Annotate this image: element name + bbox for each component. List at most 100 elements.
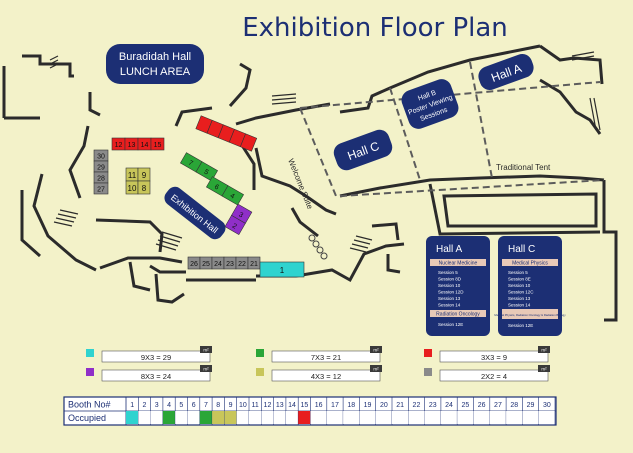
legend-box [101, 350, 211, 363]
booth-4[interactable] [221, 185, 244, 206]
occupied-cell [298, 411, 311, 424]
booth-number: 11 [252, 402, 259, 409]
booth-15[interactable] [150, 137, 165, 151]
booth-8[interactable] [137, 180, 151, 195]
hall-a-room[interactable]: Hall A [476, 51, 537, 93]
hall-c-room[interactable]: Hall C [331, 127, 395, 173]
booth-label: 13 [128, 142, 136, 149]
legend-size-label: 7X3 = 21 [311, 353, 341, 362]
empty-cell [506, 411, 523, 424]
booth-number: 16 [315, 402, 323, 409]
hall-c-session: Session 13 [508, 296, 531, 301]
booth-1[interactable] [259, 261, 305, 278]
booth-label: 24 [214, 261, 222, 268]
empty-cell [175, 411, 188, 424]
legend-unit: m² [373, 348, 379, 353]
legend-unit-tag [538, 346, 550, 353]
booths-red[interactable]: 12 13 14 15 [111, 137, 165, 151]
occupied-cell [199, 411, 213, 424]
empty-cell [326, 411, 344, 424]
empty-cell [285, 411, 299, 424]
hall-b-room[interactable]: Hall B Poster Viewing Sessions [399, 76, 462, 131]
legend-size-label: 9X3 = 29 [141, 353, 171, 362]
booths-red-top[interactable] [195, 115, 258, 152]
booth-label: 2 [231, 223, 238, 231]
booth-label: 29 [97, 165, 105, 172]
booth-number: 30 [543, 402, 551, 409]
booth-cyan[interactable]: 1 [259, 261, 305, 278]
booth-label: 21 [250, 261, 258, 268]
hall-c-track2: Medical Physics, Radiation Oncology & Ra… [494, 313, 566, 317]
hall-a-schedule-title: Hall A [436, 244, 462, 255]
booths-olive[interactable]: 11 9 10 8 [125, 167, 151, 195]
booth-number: 21 [396, 402, 404, 409]
booth-number: 27 [494, 402, 502, 409]
booths-gray-left[interactable]: 30 29 28 27 [93, 149, 109, 195]
booth-number: 15 [300, 402, 308, 409]
booth-label: 23 [226, 261, 234, 268]
booth-number: 25 [461, 402, 469, 409]
booth-number: 10 [239, 402, 247, 409]
legend-box [101, 369, 211, 382]
empty-cell [236, 411, 249, 424]
booth-number: 28 [510, 402, 518, 409]
booth-label: 6 [213, 184, 220, 192]
decorative-circles [308, 234, 328, 260]
booth-number: 22 [413, 402, 421, 409]
hall-a-session: Session 8D [438, 277, 462, 282]
booth-number: 13 [276, 402, 284, 409]
booths-gray-bottom[interactable]: 26 25 24 23 22 21 [187, 256, 261, 270]
booth-number: 6 [192, 402, 196, 409]
booth-number: 19 [364, 402, 372, 409]
occupied-cell [162, 411, 176, 424]
booth-label: 22 [238, 261, 246, 268]
empty-cell [273, 411, 286, 424]
empty-cell [522, 411, 539, 424]
booth-label: 5 [203, 169, 210, 177]
buradidah-hall-name: Buradidah Hall [119, 51, 191, 63]
booth-label: 27 [97, 187, 105, 194]
legend-unit-tag [538, 365, 550, 372]
legend-item: 3X3 = 9m² [424, 346, 550, 363]
booth-2[interactable] [224, 214, 246, 236]
hall-a-track1: Nuclear Medicine [439, 261, 478, 267]
empty-cell [150, 411, 163, 424]
legend-box [271, 350, 381, 363]
booths-green-1[interactable]: 7 5 [180, 152, 218, 182]
booth-27[interactable] [93, 182, 109, 195]
empty-cell [424, 411, 441, 424]
hall-a-session: Session 14 [438, 303, 461, 308]
booth-table-row1-label: Booth No# [68, 400, 111, 410]
legend-swatch [86, 349, 94, 357]
legend-unit: m² [203, 367, 209, 372]
legend-unit: m² [541, 367, 547, 372]
booth-label: 1 [280, 266, 285, 275]
hall-a-session: Session 5 [438, 270, 458, 275]
page-title: Exhibition Floor Plan [242, 13, 508, 43]
legend-item: 2X2 = 4m² [424, 365, 550, 382]
legend-swatch [424, 368, 432, 376]
booths-green-2[interactable]: 6 4 [206, 176, 244, 206]
hall-c-session: Session 5 [508, 270, 528, 275]
booth-label: 4 [229, 193, 236, 201]
booths-purple[interactable]: 3 2 [224, 203, 253, 236]
hall-a-session: Session 12E [438, 322, 463, 327]
booth-number: 17 [331, 402, 339, 409]
booth-5[interactable] [195, 161, 218, 182]
buradidah-hall[interactable]: Buradidah Hall LUNCH AREA [106, 44, 204, 84]
booth-red-e[interactable] [239, 133, 258, 152]
hall-a-session: Session 10 [438, 283, 461, 288]
booth-number: 2 [142, 402, 146, 409]
building-walls [2, 44, 618, 322]
legend-box [439, 350, 549, 363]
hall-a-track2: Radiation Oncology [436, 312, 480, 318]
legend-size-label: 3X3 = 9 [481, 353, 507, 362]
empty-cell [392, 411, 409, 424]
empty-cell [489, 411, 507, 424]
hall-c-session: Session 8E [508, 277, 531, 282]
